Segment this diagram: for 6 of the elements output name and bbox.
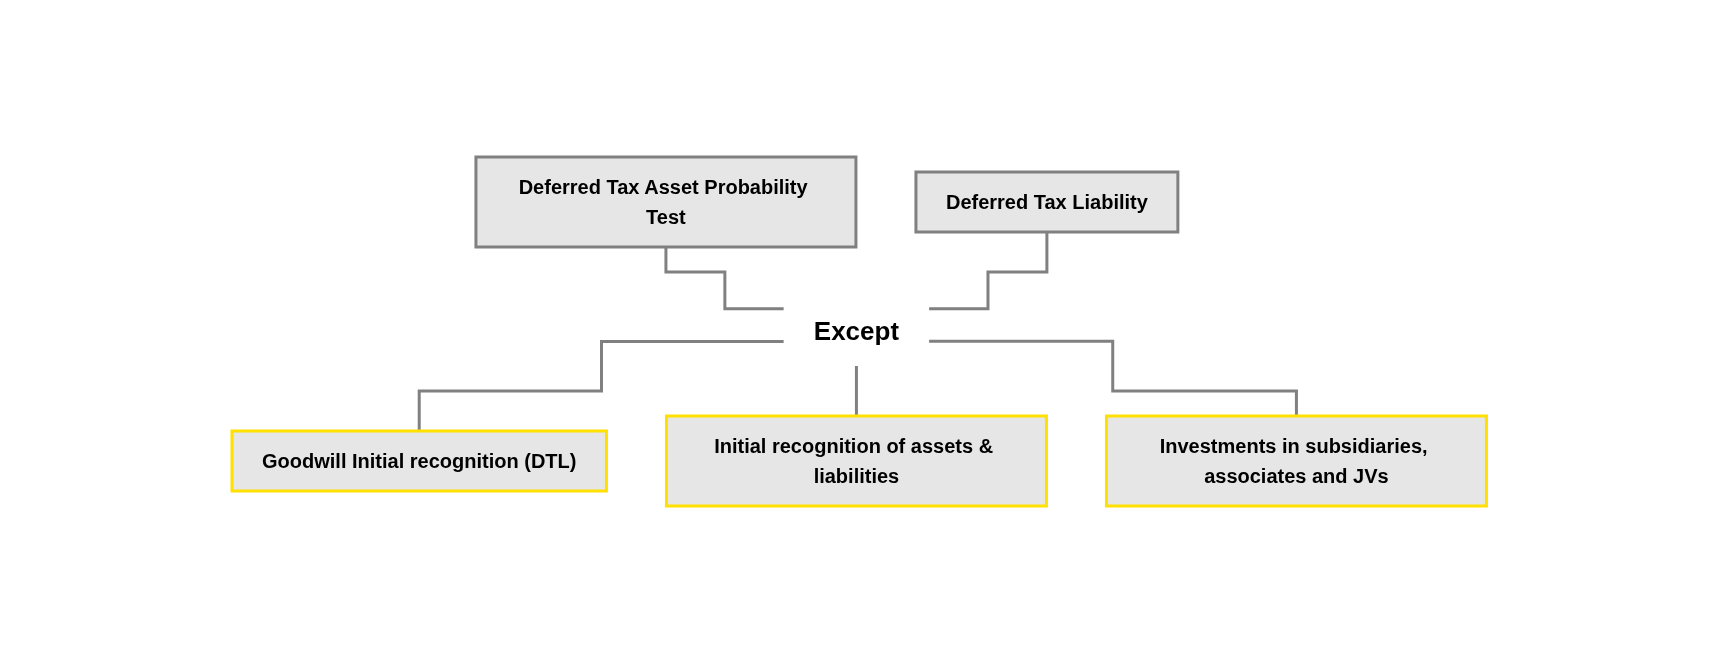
node-text: Except — [814, 316, 900, 346]
node-box: Investments in subsidiaries, associates and JVs — [1105, 414, 1489, 508]
node-box: Deferred Tax Asset Probability Test — [474, 155, 858, 249]
node-box: Initial recognition of assets & liabilities — [665, 414, 1049, 508]
node-box: Deferred Tax Liability — [914, 170, 1180, 234]
node-box: Goodwill Initial recognition (DTL) — [230, 429, 609, 493]
